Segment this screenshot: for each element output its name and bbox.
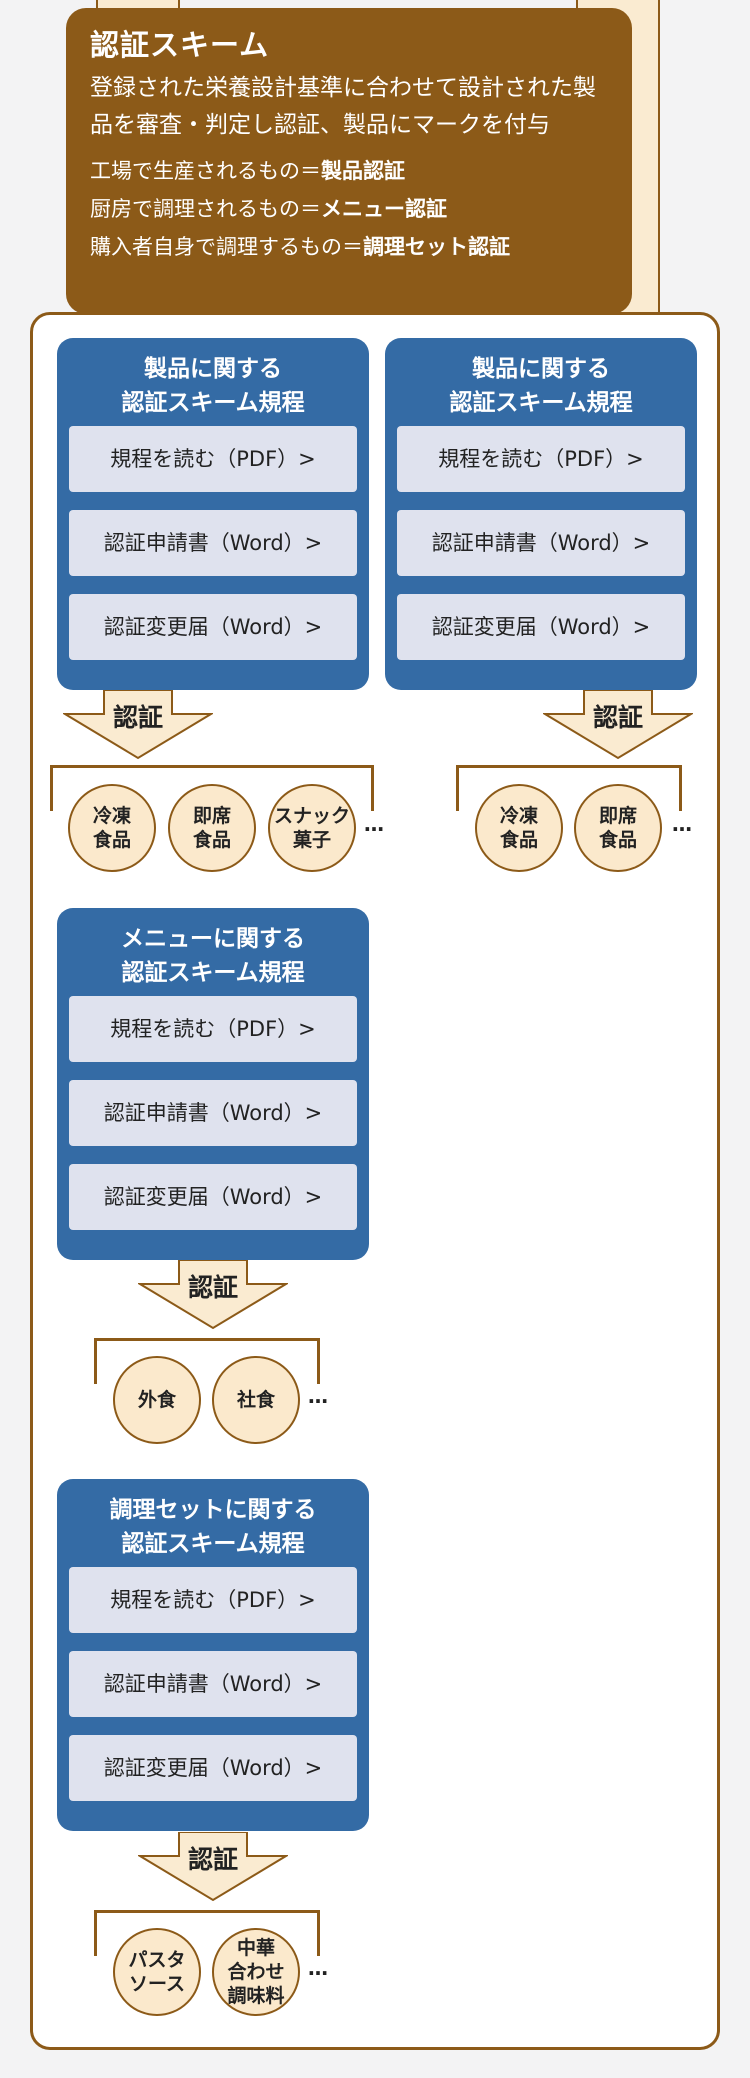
card-title: メニューに関する認証スキーム規程 xyxy=(121,926,305,986)
card-title: 製品に関する認証スキーム規程 xyxy=(449,356,633,416)
certify-label: 認証 xyxy=(592,703,643,732)
certify-label: 認証 xyxy=(187,1273,238,1302)
application-word-button[interactable]: 認証申請書（Word）> xyxy=(397,510,685,576)
more-ellipsis: … xyxy=(364,812,384,836)
certify-arrow: 認証 xyxy=(541,689,695,760)
category-chip: スナック 菓子 xyxy=(268,784,356,872)
scheme-line: 厨房で調理されるもの＝メニュー認証 xyxy=(90,197,447,221)
category-chip: 外食 xyxy=(113,1356,201,1444)
more-ellipsis: … xyxy=(308,1384,328,1408)
group-bracket xyxy=(94,1910,320,1956)
scheme-line: 購入者自身で調理するもの＝調理セット認証 xyxy=(90,235,510,259)
category-chip: 即席 食品 xyxy=(168,784,256,872)
down-arrow-icon xyxy=(136,1831,290,1902)
scheme-line: 工場で生産されるもの＝製品認証 xyxy=(90,159,405,183)
down-arrow-icon xyxy=(136,1259,290,1330)
change-notice-word-button[interactable]: 認証変更届（Word）> xyxy=(397,594,685,660)
certify-arrow: 認証 xyxy=(136,1259,290,1330)
rule-card-product: 製品に関する認証スキーム規程 規程を読む（PDF）> 認証申請書（Word）> … xyxy=(57,338,369,690)
certify-arrow: 認証 xyxy=(136,1831,290,1902)
card-title: 調理セットに関する認証スキーム規程 xyxy=(109,1497,317,1557)
read-rule-pdf-button[interactable]: 規程を読む（PDF）> xyxy=(397,426,685,492)
certify-label: 認証 xyxy=(187,1845,238,1874)
application-word-button[interactable]: 認証申請書（Word）> xyxy=(69,510,357,576)
category-chip: 中華 合わせ 調味料 xyxy=(212,1928,300,2016)
scheme-description: 登録された栄養設計基準に合わせて設計された製品を審査・判定し認証、製品にマークを… xyxy=(90,75,596,138)
application-word-button[interactable]: 認証申請書（Word）> xyxy=(69,1651,357,1717)
rule-card-cooking-set: 調理セットに関する認証スキーム規程 規程を読む（PDF）> 認証申請書（Word… xyxy=(57,1479,369,1831)
category-chip: 冷凍 食品 xyxy=(68,784,156,872)
application-word-button[interactable]: 認証申請書（Word）> xyxy=(69,1080,357,1146)
group-bracket xyxy=(94,1338,320,1384)
more-ellipsis: … xyxy=(672,812,692,836)
down-arrow-icon xyxy=(541,689,695,760)
scheme-header: 認証スキーム 登録された栄養設計基準に合わせて設計された製品を審査・判定し認証、… xyxy=(66,8,632,314)
read-rule-pdf-button[interactable]: 規程を読む（PDF）> xyxy=(69,996,357,1062)
more-ellipsis: … xyxy=(308,1956,328,1980)
certify-arrow: 認証 xyxy=(61,689,215,760)
change-notice-word-button[interactable]: 認証変更届（Word）> xyxy=(69,594,357,660)
category-chip: 社食 xyxy=(212,1356,300,1444)
read-rule-pdf-button[interactable]: 規程を読む（PDF）> xyxy=(69,426,357,492)
down-arrow-icon xyxy=(61,689,215,760)
category-chip: パスタ ソース xyxy=(113,1928,201,2016)
change-notice-word-button[interactable]: 認証変更届（Word）> xyxy=(69,1164,357,1230)
category-chip: 即席 食品 xyxy=(574,784,662,872)
scheme-title: 認証スキーム xyxy=(90,28,270,62)
read-rule-pdf-button[interactable]: 規程を読む（PDF）> xyxy=(69,1567,357,1633)
change-notice-word-button[interactable]: 認証変更届（Word）> xyxy=(69,1735,357,1801)
group-bracket xyxy=(456,765,682,811)
group-bracket xyxy=(50,765,374,811)
card-title: 製品に関する認証スキーム規程 xyxy=(121,356,305,416)
certify-label: 認証 xyxy=(112,703,163,732)
rule-card-menu: メニューに関する認証スキーム規程 規程を読む（PDF）> 認証申請書（Word）… xyxy=(57,908,369,1260)
rule-card-product-2: 製品に関する認証スキーム規程 規程を読む（PDF）> 認証申請書（Word）> … xyxy=(385,338,697,690)
category-chip: 冷凍 食品 xyxy=(475,784,563,872)
